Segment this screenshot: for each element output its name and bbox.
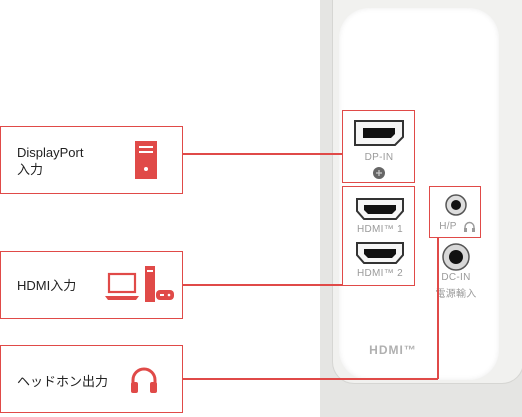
headphone-symbol-icon [464,221,475,232]
dp-leader-line [183,153,343,155]
hdmi-2-port-icon [356,242,404,264]
hdmi-callout-label: HDMI入力 [17,278,77,293]
dp-in-label: DP-IN [364,152,394,163]
hdmi-logo: HDMI™ [369,343,417,357]
headphones-icon [131,367,157,393]
hdmi-ports-highlight [342,186,415,286]
hdmi-callout: HDMI入力 [0,251,183,319]
port-recess [339,8,499,380]
headphone-jack-icon [445,194,467,216]
dc-in-jack-icon [442,243,470,271]
displayport-port-icon [354,120,404,146]
headphone-callout-label: ヘッドホン出力 [17,374,109,389]
displayport-callout: DisplayPort 入力 [0,126,183,194]
screw-icon [373,167,385,179]
hdmi-1-port-icon [356,198,404,220]
headphone-port-highlight [429,186,481,238]
hp-leader-vertical [437,237,439,379]
hdmi-2-label: HDMI™ 2 [357,268,403,279]
desktop-tower-icon [135,141,157,179]
displayport-callout-label: DisplayPort 入力 [17,145,84,177]
hp-leader-horizontal [183,378,438,380]
hp-label: H/P [439,221,457,232]
dc-in-jp-label: 電源輸入 [435,289,477,300]
dp-port-highlight [342,110,415,183]
hdmi-1-label: HDMI™ 1 [357,224,403,235]
headphone-callout: ヘッドホン出力 [0,345,183,413]
hdmi-leader-line [183,284,343,286]
game-console-icon [145,266,174,302]
laptop-icon [105,272,139,300]
dc-in-label: DC-IN [441,272,471,283]
